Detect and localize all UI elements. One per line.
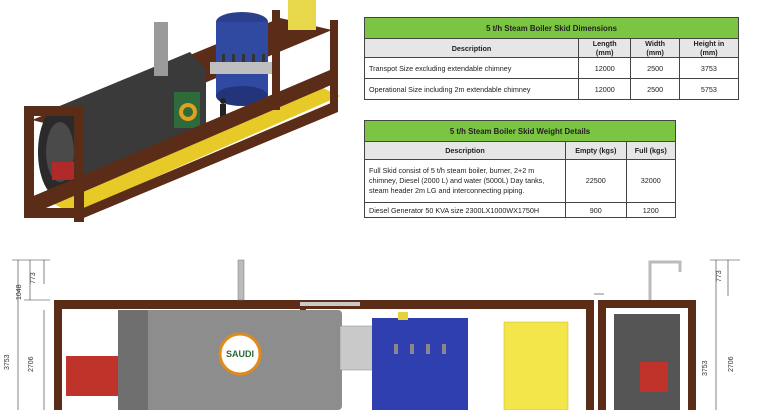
header-description: Description (364, 141, 566, 160)
table-row: Full Skid consist of 5 t/h steam boiler,… (364, 159, 677, 203)
row-height: 5753 (678, 78, 740, 100)
skid-dimensions-table: 5 t/h Steam Boiler Skid Dimensions Descr… (364, 17, 740, 100)
burner (66, 356, 118, 396)
right-dimension-lines (710, 259, 740, 410)
row-full: 1200 (625, 202, 677, 218)
table-row: Operational Size including 2m extendable… (364, 78, 740, 100)
diesel-tank (288, 0, 316, 30)
row-length: 12000 (577, 57, 632, 79)
table-row: Diesel Generator 50 KVA size 2300LX1000W… (364, 202, 677, 218)
row-length: 12000 (577, 78, 632, 100)
operator-figure (220, 104, 226, 126)
row-width: 2500 (630, 57, 680, 79)
logo-text: SAUDI (226, 349, 254, 359)
saudi-logo (218, 332, 262, 376)
chimney (237, 259, 245, 301)
row-height: 3753 (678, 57, 740, 79)
end-chimney (648, 260, 682, 300)
water-tank (372, 318, 468, 410)
pump (52, 162, 78, 180)
diesel-tank (503, 321, 569, 410)
header-description: Description (364, 38, 579, 58)
isometric-skid-illustration (24, 0, 340, 222)
row-description: Diesel Generator 50 KVA size 2300LX1000W… (364, 202, 566, 218)
dim-label-2706: 2706 (28, 356, 35, 372)
dimensions-table-title: 5 t/h Steam Boiler Skid Dimensions (364, 17, 739, 39)
skid-weight-table: 5 t/h Steam Boiler Skid Weight Details D… (364, 120, 677, 218)
skid-frame (24, 10, 338, 222)
dim-label-773: 773 (30, 272, 37, 284)
row-description: Transpot Size excluding extendable chimn… (364, 57, 579, 79)
end-elevation (598, 260, 696, 410)
chimney (154, 22, 168, 76)
side-dim-label-3753: 3753 (702, 360, 709, 376)
weight-table-title: 5 t/h Steam Boiler Skid Weight Details (364, 120, 676, 142)
table-row: Transpot Size excluding extendable chimn… (364, 57, 740, 79)
pipe (300, 302, 360, 306)
row-description: Full Skid consist of 5 t/h steam boiler,… (364, 159, 566, 203)
left-dimension-lines (12, 259, 50, 410)
row-width: 2500 (630, 78, 680, 100)
boiler-shell (50, 52, 206, 196)
row-full: 32000 (625, 159, 677, 203)
header-length: Length (mm) (577, 38, 632, 58)
elevation-drawing: SAUDI (12, 259, 740, 410)
header-empty: Empty (kgs) (565, 141, 627, 160)
header-height: Height in (mm) (678, 38, 740, 58)
row-description: Operational Size including 2m extendable… (364, 78, 579, 100)
row-empty: 900 (565, 202, 627, 218)
skid-floor (40, 82, 340, 214)
steam-header (210, 62, 280, 74)
header-full: Full (kgs) (625, 141, 677, 160)
row-empty: 22500 (565, 159, 627, 203)
side-dim-label-2706: 2706 (728, 356, 735, 372)
header-width: Width (mm) (630, 38, 680, 58)
dim-label-3753: 3753 (4, 354, 11, 370)
dim-label-1048: 1048 (16, 284, 23, 300)
side-dim-label-773: 773 (716, 270, 723, 282)
